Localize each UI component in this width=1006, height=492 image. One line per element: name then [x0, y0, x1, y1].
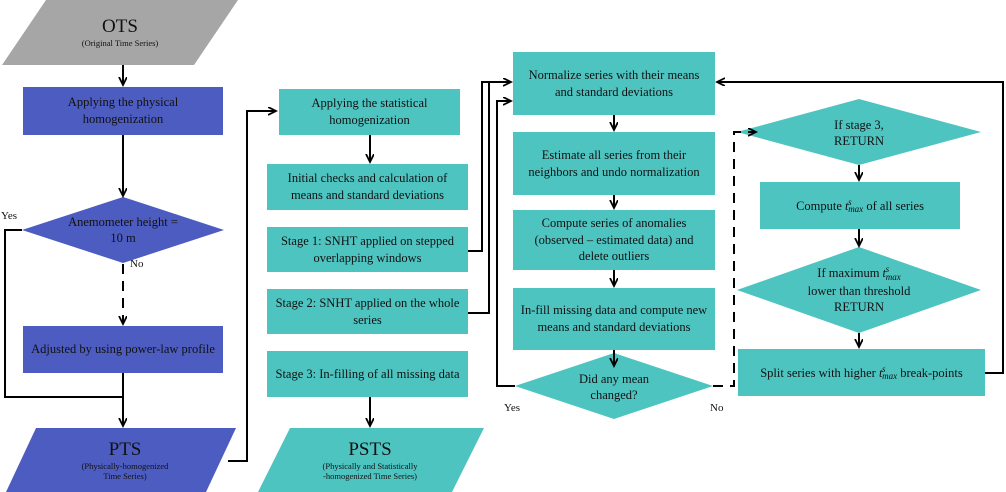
ots-parallelogram	[2, 0, 238, 65]
loop-no-label: No	[710, 402, 724, 414]
loop-yes-label: Yes	[504, 402, 521, 414]
psts-label: PSTS (Physically and Statistically -homo…	[322, 438, 418, 482]
threshold-decision-diamond	[737, 247, 981, 333]
arrow-mean-changed-yes-loop	[496, 101, 515, 387]
arrow-split-to-normalize	[718, 82, 1004, 374]
ots-title: OTS	[102, 16, 138, 38]
anemometer-decision-label: Anemometer height = 10 m	[68, 214, 178, 245]
arrow-decision-yes-to-pts	[4, 229, 123, 398]
apply-statistical-homogenization-box: Applying the statistical homogenization	[279, 89, 460, 135]
apply-physical-homogenization-box: Applying the physical homogenization	[23, 87, 223, 135]
infill-missing-data-box: In-fill missing data and compute new mea…	[513, 288, 715, 350]
pts-title: PTS	[108, 438, 142, 460]
initial-checks-box: Initial checks and calculation of means …	[267, 164, 468, 210]
stage2-snht-box: Stage 2: SNHT applied on the whole serie…	[267, 289, 468, 334]
compute-tmax-box: Compute tsmax of all series	[760, 182, 960, 229]
split-series-box: Split series with higher tsmax break-poi…	[738, 349, 985, 396]
arrow-stage1-to-normalize	[468, 82, 510, 252]
compute-anomalies-box: Compute series of anomalies (observed – …	[513, 210, 715, 270]
ots-label: OTS (Original Time Series)	[40, 8, 200, 58]
tmax-symbol: tsmax	[878, 363, 898, 382]
adjusted-power-law-box: Adjusted by using power-law profile	[23, 326, 223, 373]
normalize-series-box: Normalize series with their means and st…	[513, 52, 715, 115]
pts-parallelogram	[6, 428, 236, 492]
stage3-check-diamond	[737, 99, 981, 165]
stage3-infilling-box: Stage 3: In-filling of all missing data	[267, 351, 468, 397]
anemometer-decision-diamond	[22, 197, 224, 263]
mean-changed-decision-label: Did any mean changed?	[578, 371, 650, 402]
arrow-stage2-to-normalize	[468, 82, 490, 314]
ots-subtitle: (Original Time Series)	[81, 38, 159, 49]
psts-title: PSTS	[348, 438, 392, 460]
physical-yes-label: Yes	[1, 210, 18, 222]
physical-no-label: No	[130, 258, 144, 270]
stage1-snht-box: Stage 1: SNHT applied on stepped overlap…	[267, 227, 468, 272]
threshold-decision-label: If maximum tsmax lower than threshold RE…	[807, 264, 911, 315]
arrow-pts-to-statistical	[228, 111, 275, 462]
estimate-series-box: Estimate all series from their neighbors…	[513, 132, 715, 195]
tmax-symbol: tsmax	[882, 264, 901, 282]
mean-changed-decision-diamond	[515, 353, 713, 419]
pts-label: PTS (Physically-homogenized Time Series)	[81, 438, 169, 482]
stage3-check-label: If stage 3, RETURN	[834, 117, 884, 148]
tmax-symbol: tsmax	[845, 196, 864, 215]
arrow-mean-changed-no-to-stage3-check	[713, 132, 755, 387]
psts-parallelogram	[258, 428, 484, 492]
